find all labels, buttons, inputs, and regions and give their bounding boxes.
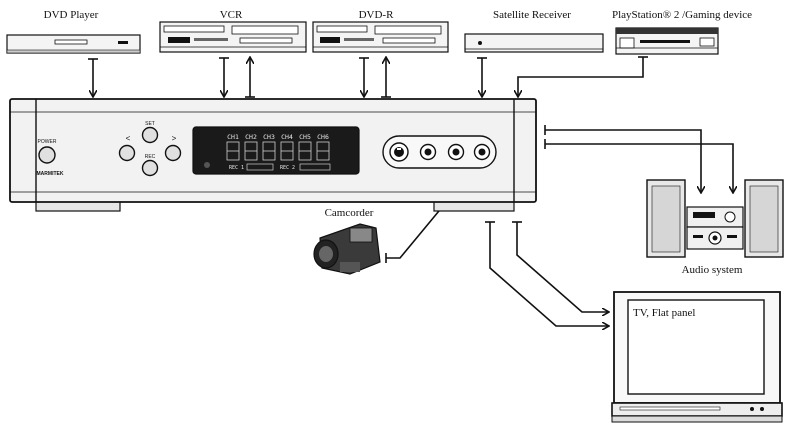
- lcd-rec2: REC 2: [280, 165, 295, 171]
- dvd-player-device: DVD Player: [6, 9, 141, 54]
- lcd-segments: [226, 141, 330, 161]
- satellite-label: Satellite Receiver: [493, 9, 571, 21]
- front-av-inputs: [382, 135, 497, 169]
- channel-label: CH6: [317, 133, 329, 141]
- playstation-device: PlayStation® 2 /Gaming device: [612, 9, 752, 55]
- connection-lines: [88, 57, 733, 326]
- lcd-channels: CH1 CH2 CH3 CH4 CH5 CH6: [227, 133, 329, 141]
- camcorder-device: Camcorder: [313, 207, 381, 275]
- power-button: [38, 146, 56, 164]
- lcd-rec1: REC 1: [229, 165, 244, 171]
- playstation-label: PlayStation® 2 /Gaming device: [612, 9, 752, 21]
- dvd-r-device: DVD-R: [312, 9, 449, 53]
- left-arrow-label: <: [126, 134, 131, 143]
- av-selector-unit: POWER MARMITEK SET REC < > CH1 CH2 CH3 C…: [9, 98, 537, 212]
- vcr-device: VCR: [159, 9, 307, 53]
- lcd-display: [192, 126, 360, 175]
- channel-label: CH4: [281, 133, 293, 141]
- vcr-label: VCR: [220, 9, 243, 21]
- channel-label: CH3: [263, 133, 275, 141]
- right-arrow-label: >: [172, 134, 177, 143]
- left-button: [118, 144, 136, 162]
- camcorder-label: Camcorder: [325, 207, 374, 219]
- right-button: [164, 144, 182, 162]
- tv-label: TV, Flat panel: [633, 307, 695, 319]
- dvd-player-label: DVD Player: [44, 9, 99, 21]
- channel-label: CH5: [299, 133, 311, 141]
- brand-logo: MARMITEK: [37, 171, 64, 177]
- audio-system-label: Audio system: [682, 264, 743, 276]
- channel-label: CH1: [227, 133, 239, 141]
- set-label: SET: [145, 121, 155, 127]
- channel-label: CH2: [245, 133, 257, 141]
- rec-label: REC: [145, 154, 156, 160]
- satellite-receiver-device: Satellite Receiver: [464, 9, 604, 53]
- dvd-r-label: DVD-R: [359, 9, 394, 21]
- set-button: [141, 126, 159, 144]
- audio-system-device: Audio system: [646, 179, 784, 276]
- power-label: POWER: [38, 139, 57, 145]
- rec-button: [141, 159, 159, 177]
- tv-device: TV, Flat panel: [611, 291, 783, 423]
